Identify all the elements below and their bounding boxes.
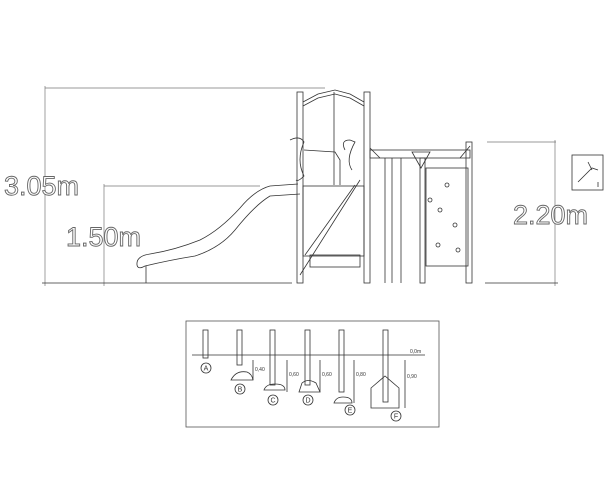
footing-e-label: E: [348, 408, 353, 415]
footing-c-depth: 0,60: [289, 372, 299, 378]
slide: [136, 183, 301, 269]
platform-height-label: 1.50m: [66, 222, 141, 252]
bar-height-label: 2.20m: [513, 200, 588, 230]
footing-a-label: A: [204, 366, 209, 373]
total-height-label: 3.05m: [4, 171, 79, 201]
ground-level-label: 0,0m: [410, 349, 421, 355]
age-warning-icon: [571, 154, 604, 191]
footing-e-depth: 0,80: [356, 372, 366, 378]
footing-f-label: F: [394, 414, 398, 421]
footing-detail-panel: 0,0m 0,40 0,60 0,60 0,80 0,90: [185, 320, 440, 428]
dimension-lines: [42, 86, 558, 286]
footing-f-depth: 0,90: [407, 374, 417, 380]
footing-d-depth: 0,60: [322, 372, 332, 378]
monkey-bars: [369, 141, 473, 284]
footing-c-label: C: [270, 398, 275, 405]
footing-b-label: B: [238, 387, 243, 394]
footing-d-label: D: [305, 398, 310, 405]
footing-b-depth: 0,40: [255, 367, 265, 373]
tower: [289, 89, 371, 284]
